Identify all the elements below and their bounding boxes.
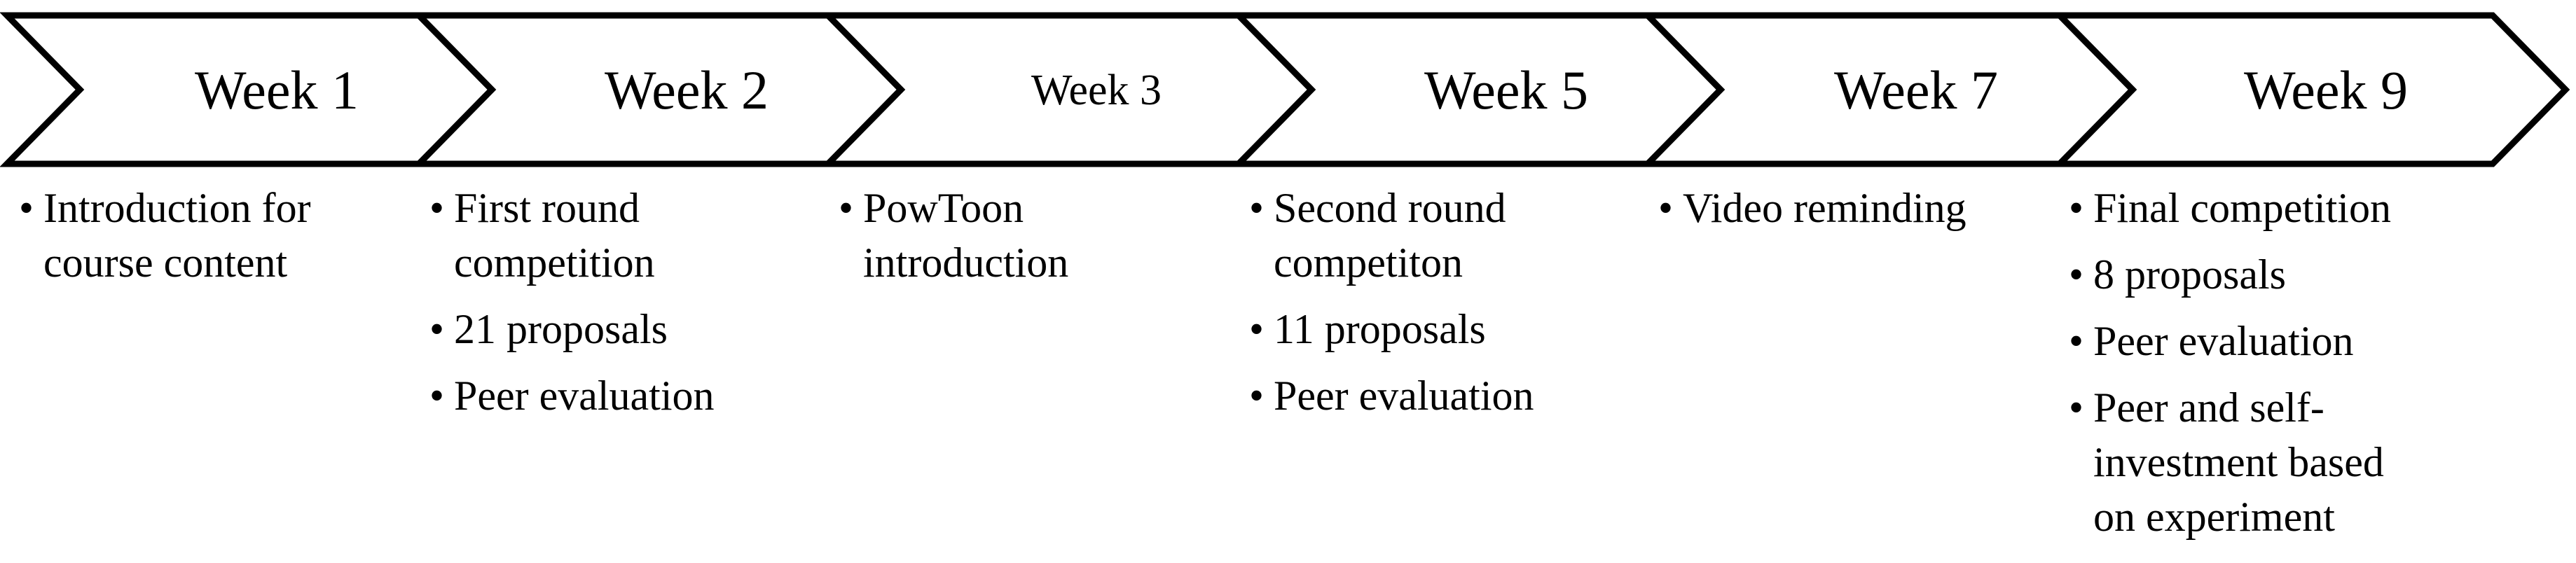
list-item: •First round competition bbox=[426, 181, 804, 290]
stage-items-week-9: •Final competition •8 proposals •Peer ev… bbox=[2065, 181, 2458, 556]
bullet-glyph: • bbox=[2069, 384, 2084, 431]
item-text: Peer and self-investment based on experi… bbox=[2093, 384, 2384, 540]
bullet-glyph: • bbox=[1658, 185, 1674, 231]
list-item: •Peer evaluation bbox=[2065, 314, 2458, 368]
stage-label-week-9: Week 9 bbox=[2243, 60, 2409, 120]
chevron-segment bbox=[2052, 12, 2570, 167]
item-text: Second round competiton bbox=[1274, 185, 1506, 286]
stage-label-week-5: Week 5 bbox=[1424, 60, 1589, 120]
stage-items-week-1: •Introduction for course content bbox=[15, 181, 394, 302]
stage-label-week-2: Week 2 bbox=[604, 60, 769, 120]
item-text: Peer evaluation bbox=[2093, 318, 2354, 364]
list-item: •Peer evaluation bbox=[1246, 368, 1596, 423]
item-text: 11 proposals bbox=[1274, 306, 1486, 352]
bullet-glyph: • bbox=[429, 185, 445, 231]
stage-items-week-2: •First round competition •21 proposals •… bbox=[426, 181, 804, 435]
stage-items-week-3: •PowToon introduction bbox=[835, 181, 1185, 302]
item-text: Peer evaluation bbox=[454, 373, 715, 419]
item-text: PowToon introduction bbox=[863, 185, 1069, 286]
bullet-glyph: • bbox=[429, 306, 445, 352]
list-item: •Peer and self-investment based on exper… bbox=[2065, 380, 2458, 544]
list-item: •PowToon introduction bbox=[835, 181, 1185, 290]
item-text: Introduction for course content bbox=[43, 185, 311, 286]
stage-label-week-3: Week 3 bbox=[1031, 66, 1162, 114]
bullet-glyph: • bbox=[1249, 185, 1265, 231]
list-item: •11 proposals bbox=[1246, 302, 1596, 356]
list-item: •21 proposals bbox=[426, 302, 804, 356]
list-item: •Second round competiton bbox=[1246, 181, 1596, 290]
item-text: First round competition bbox=[454, 185, 655, 286]
bullet-glyph: • bbox=[2069, 251, 2084, 298]
bullet-glyph: • bbox=[1249, 373, 1265, 419]
list-item: •Peer evaluation bbox=[426, 368, 804, 423]
item-text: Peer evaluation bbox=[1274, 373, 1534, 419]
list-item: •Introduction for course content bbox=[15, 181, 394, 290]
list-item: •8 proposals bbox=[2065, 247, 2458, 302]
bullet-glyph: • bbox=[2069, 318, 2084, 364]
item-text: 8 proposals bbox=[2093, 251, 2286, 298]
bullet-glyph: • bbox=[19, 185, 34, 231]
stage-items-week-5: •Second round competiton •11 proposals •… bbox=[1246, 181, 1596, 435]
bullet-glyph: • bbox=[1249, 306, 1265, 352]
bullet-glyph: • bbox=[839, 185, 854, 231]
item-text: 21 proposals bbox=[454, 306, 668, 352]
stage-label-week-1: Week 1 bbox=[194, 60, 359, 120]
bullet-glyph: • bbox=[2069, 185, 2084, 231]
item-text: Video reminding bbox=[1683, 185, 1967, 231]
stage-items-week-7: •Video reminding bbox=[1655, 181, 2047, 247]
stage-label-week-7: Week 7 bbox=[1833, 60, 1999, 120]
list-item: •Final competition bbox=[2065, 181, 2458, 235]
list-item: •Video reminding bbox=[1655, 181, 2047, 235]
bullet-glyph: • bbox=[429, 373, 445, 419]
item-text: Final competition bbox=[2093, 185, 2391, 231]
